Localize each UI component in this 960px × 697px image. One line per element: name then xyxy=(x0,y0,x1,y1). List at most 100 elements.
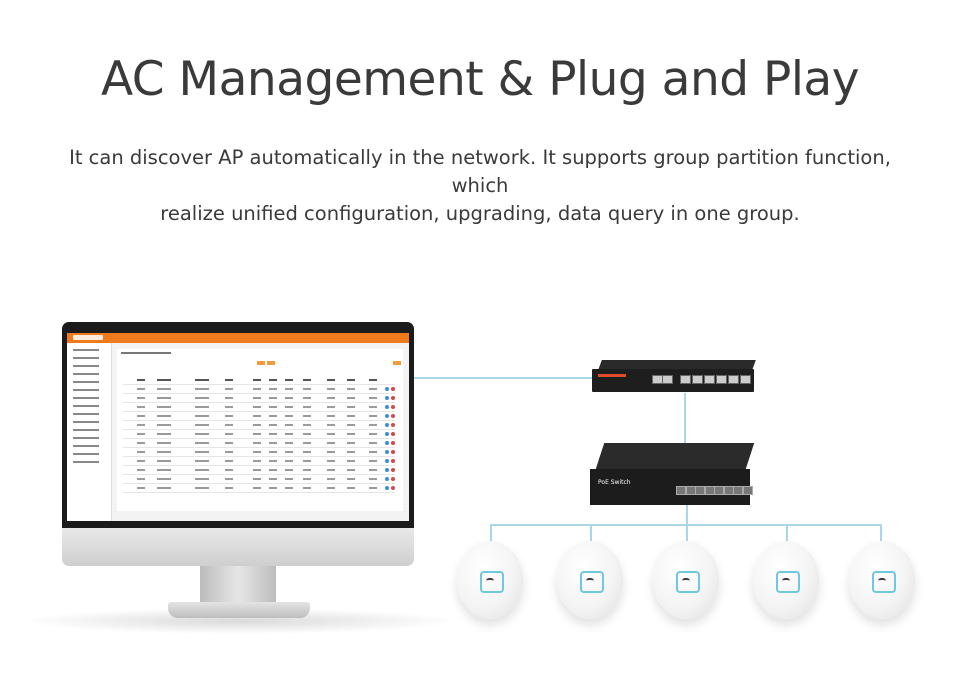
table-row-divider xyxy=(123,429,395,430)
table-cell xyxy=(347,415,355,417)
table-cell xyxy=(303,478,311,480)
table-cell xyxy=(269,478,277,480)
refresh-button xyxy=(267,361,275,365)
link-switch-trunk xyxy=(686,505,688,525)
edit-icon xyxy=(385,468,389,472)
table-cell xyxy=(195,424,209,426)
table-cell xyxy=(157,406,171,408)
table-cell xyxy=(137,388,145,390)
table-cell xyxy=(369,406,377,408)
table-cell xyxy=(157,424,171,426)
table-cell xyxy=(285,379,293,381)
edit-icon xyxy=(385,450,389,454)
table-cell xyxy=(285,487,293,489)
table-cell xyxy=(369,424,377,426)
table-cell xyxy=(195,433,209,435)
table-cell xyxy=(157,415,171,417)
table-cell xyxy=(195,442,209,444)
table-row-divider xyxy=(123,465,395,466)
ethernet-port xyxy=(704,375,715,384)
table-cell xyxy=(195,379,209,381)
ac-management-screen xyxy=(67,333,409,521)
ethernet-port xyxy=(680,375,691,384)
ethernet-port xyxy=(692,375,703,384)
ethernet-port xyxy=(662,375,673,384)
table-cell xyxy=(157,433,171,435)
table-cell xyxy=(269,424,277,426)
link-router-switch xyxy=(684,393,686,445)
table-cell xyxy=(269,379,277,381)
table-cell xyxy=(303,460,311,462)
page-title: AC Management & Plug and Play xyxy=(100,52,860,107)
table-cell xyxy=(253,424,261,426)
table-cell xyxy=(347,451,355,453)
group-button xyxy=(257,361,265,365)
table-cell xyxy=(347,406,355,408)
monitor xyxy=(62,322,414,566)
app-sidebar xyxy=(67,343,112,521)
table-cell xyxy=(369,460,377,462)
table-cell xyxy=(285,406,293,408)
table-cell xyxy=(347,460,355,462)
table-cell xyxy=(253,433,261,435)
table-cell xyxy=(225,388,233,390)
table-cell xyxy=(225,379,233,381)
table-cell xyxy=(327,424,335,426)
table-cell xyxy=(327,469,335,471)
table-cell xyxy=(225,451,233,453)
table-cell xyxy=(253,379,261,381)
table-cell xyxy=(225,424,233,426)
table-row-divider xyxy=(123,492,395,493)
table-cell xyxy=(157,460,171,462)
table-cell xyxy=(137,433,145,435)
table-cell xyxy=(303,433,311,435)
table-row-divider xyxy=(123,483,395,484)
table-cell xyxy=(285,478,293,480)
edit-icon xyxy=(385,396,389,400)
table-cell xyxy=(253,478,261,480)
ap-logo-icon xyxy=(872,571,896,593)
delete-icon xyxy=(391,450,395,454)
table-cell xyxy=(327,442,335,444)
table-cell xyxy=(253,388,261,390)
edit-icon xyxy=(385,432,389,436)
ap-logo-icon xyxy=(580,571,604,593)
table-cell xyxy=(369,433,377,435)
table-cell xyxy=(369,487,377,489)
ethernet-port xyxy=(716,375,727,384)
switch-label: PoE Switch xyxy=(598,479,631,486)
poe-port xyxy=(695,486,705,495)
table-cell xyxy=(157,388,171,390)
delete-icon xyxy=(391,396,395,400)
table-cell xyxy=(327,388,335,390)
table-cell xyxy=(253,406,261,408)
edit-icon xyxy=(385,423,389,427)
subtitle-line-1: It can discover AP automatically in the … xyxy=(69,146,891,197)
table-cell xyxy=(269,442,277,444)
table-cell xyxy=(285,460,293,462)
table-row-divider xyxy=(123,474,395,475)
table-cell xyxy=(225,442,233,444)
table-cell xyxy=(327,460,335,462)
table-cell xyxy=(195,388,209,390)
ap-logo-icon xyxy=(480,571,504,593)
table-row-divider xyxy=(123,420,395,421)
table-cell xyxy=(327,397,335,399)
table-cell xyxy=(285,388,293,390)
poe-port xyxy=(714,486,724,495)
monitor-foot xyxy=(168,602,310,618)
table-cell xyxy=(327,406,335,408)
table-cell xyxy=(327,379,335,381)
table-cell xyxy=(303,487,311,489)
table-cell xyxy=(303,451,311,453)
table-cell xyxy=(253,487,261,489)
table-cell xyxy=(157,487,171,489)
delete-icon xyxy=(391,387,395,391)
table-cell xyxy=(303,469,311,471)
search-button xyxy=(393,361,401,365)
table-cell xyxy=(137,442,145,444)
table-cell xyxy=(303,397,311,399)
ap-list-panel xyxy=(117,349,403,511)
delete-icon xyxy=(391,477,395,481)
table-cell xyxy=(303,424,311,426)
